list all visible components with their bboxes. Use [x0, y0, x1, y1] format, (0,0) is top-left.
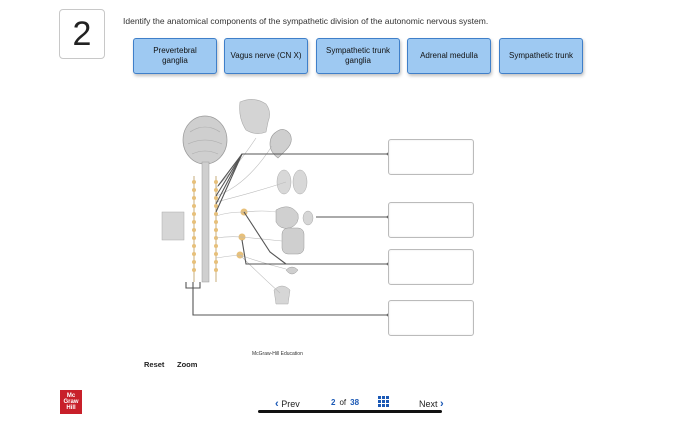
zoom-button[interactable]: Zoom [177, 360, 198, 369]
page-of: of [339, 398, 347, 407]
label-sympathetic-trunk[interactable]: Sympathetic trunk [499, 38, 583, 74]
label-line: Sympathetic trunk [508, 51, 574, 60]
label-line: Sympathetic trunk [325, 46, 391, 55]
progress-bar [258, 410, 442, 413]
label-vagus-nerve[interactable]: Vagus nerve (CN X) [224, 38, 308, 74]
label-adrenal-medulla[interactable]: Adrenal medulla [407, 38, 491, 74]
drop-target-3[interactable] [388, 249, 474, 285]
question-number: 2 [59, 9, 105, 59]
image-credit: McGraw-Hill Education [252, 351, 303, 357]
label-line: Prevertebral [153, 46, 197, 55]
anatomy-diagram [150, 92, 490, 354]
page-total: 38 [350, 398, 360, 407]
reset-button[interactable]: Reset [144, 360, 165, 369]
chevron-left-icon: ‹ [275, 398, 279, 410]
logo-line: Mc [66, 393, 76, 399]
nervous-system-illustration [161, 99, 390, 317]
logo-line: Hill [66, 405, 76, 411]
prev-label: Prev [281, 399, 300, 409]
chevron-right-icon: › [440, 398, 444, 410]
drop-target-4[interactable] [388, 300, 474, 336]
publisher-logo: Mc Graw Hill [60, 390, 82, 414]
label-line: ganglia [162, 56, 188, 65]
grid-icon[interactable] [378, 396, 389, 407]
label-line: ganglia [345, 56, 371, 65]
page-current: 2 [331, 398, 336, 407]
question-prompt: Identify the anatomical components of th… [123, 16, 489, 26]
prev-button[interactable]: ‹ Prev [275, 398, 300, 410]
label-line: Adrenal medulla [420, 51, 478, 60]
page-indicator: 2 of 38 [331, 398, 359, 407]
logo-line: Graw [63, 399, 79, 405]
drop-target-2[interactable] [388, 202, 474, 238]
drop-target-1[interactable] [388, 139, 474, 175]
next-button[interactable]: Next › [419, 398, 444, 410]
label-line: Vagus nerve (CN X) [230, 51, 302, 60]
next-label: Next [419, 399, 438, 409]
question-number-text: 2 [72, 14, 92, 53]
